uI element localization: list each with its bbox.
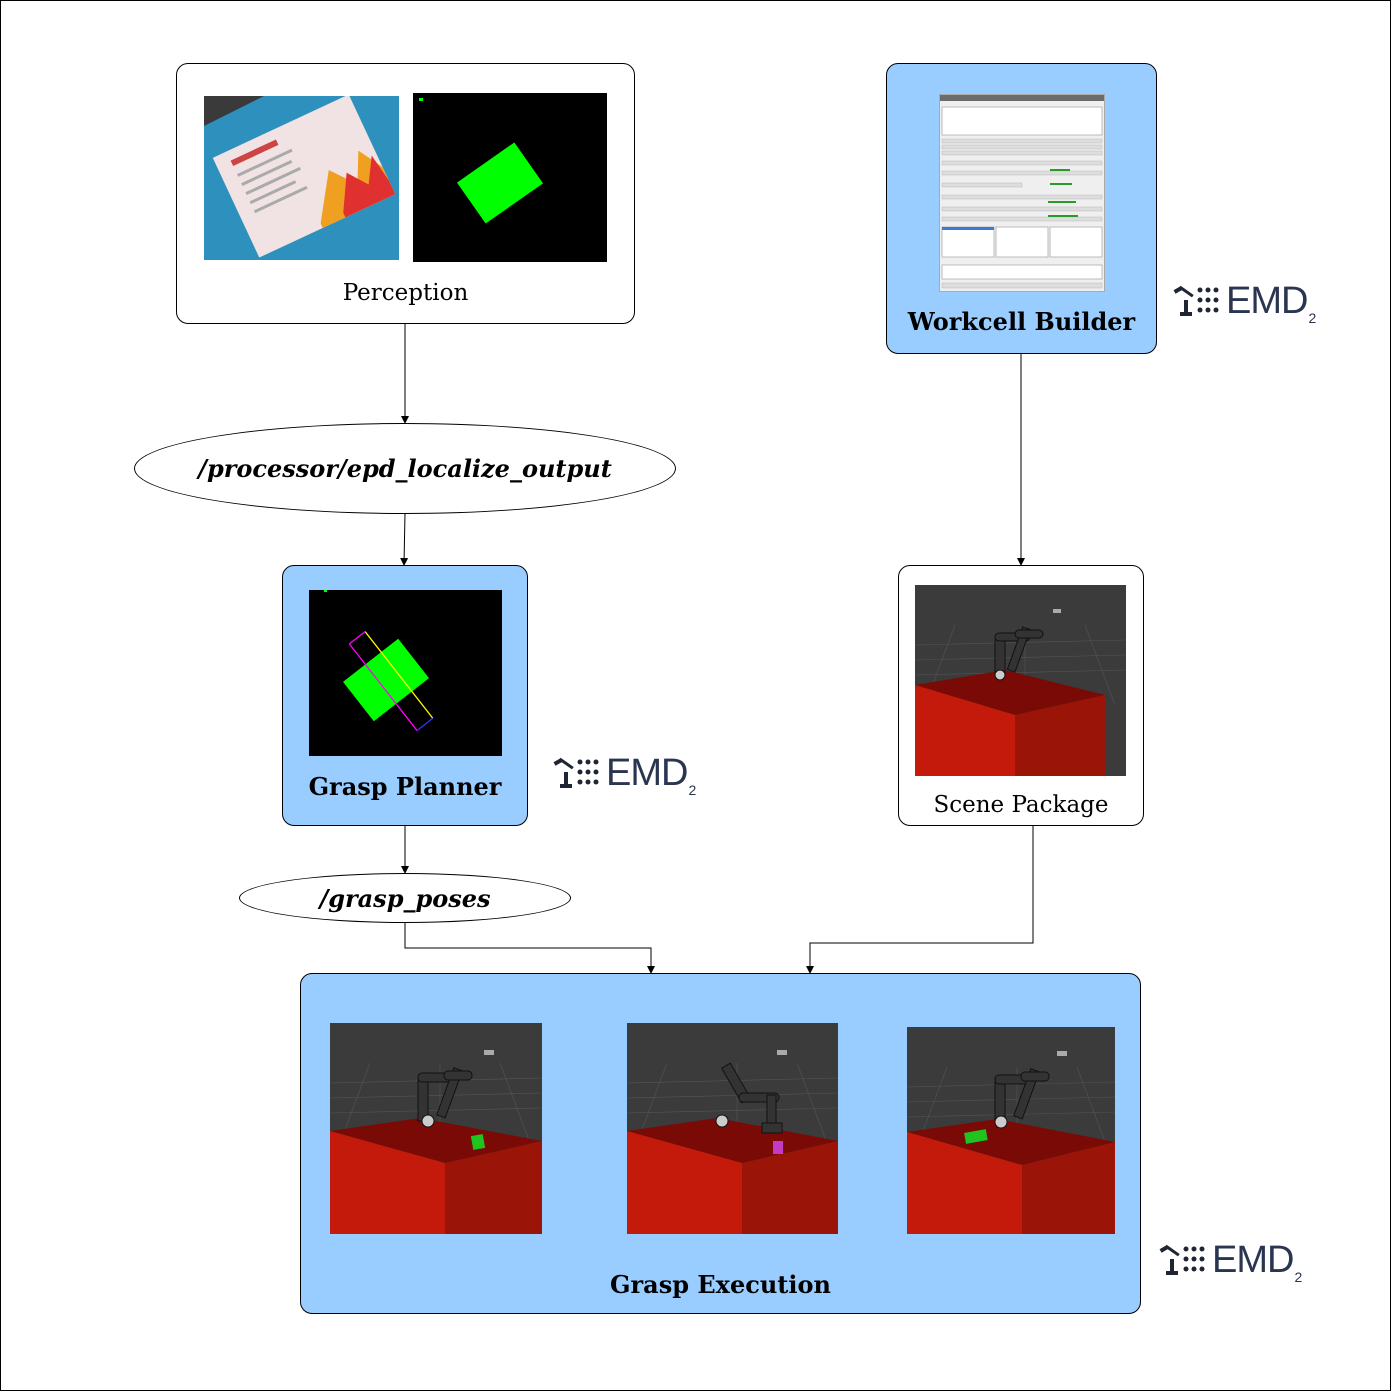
grasp-planner-node: Grasp Planner xyxy=(282,565,528,826)
topic-localize-label: /processor/epd_localize_output xyxy=(198,454,612,483)
emd-logo-subscript: 2 xyxy=(1294,1269,1303,1285)
robot-scene-icon xyxy=(330,1023,542,1234)
edge-scene-to-execution xyxy=(806,825,1034,974)
grasp-execution-label: Grasp Execution xyxy=(610,1270,831,1299)
camera-photo-icon xyxy=(204,96,399,260)
scene-package-label: Scene Package xyxy=(933,792,1109,818)
emd-logo-execution: EMD 2 xyxy=(1156,1239,1302,1285)
perception-node: Perception xyxy=(176,63,635,324)
grasp-plan-image-icon xyxy=(309,590,502,756)
emd-logo-subscript: 2 xyxy=(1308,310,1317,326)
gui-screenshot-icon xyxy=(939,94,1105,292)
emd-logo-subscript: 2 xyxy=(688,782,697,798)
emd-logo-text: EMD xyxy=(606,752,688,794)
robot-arm-logo-icon xyxy=(1173,285,1219,316)
robot-scene-icon xyxy=(915,585,1126,776)
emd-logo-text: EMD xyxy=(1226,280,1308,322)
scene-package-node: Scene Package xyxy=(898,565,1144,826)
mask-image-icon xyxy=(413,93,607,262)
workcell-builder-label: Workcell Builder xyxy=(907,307,1136,336)
robot-scene-icon xyxy=(627,1023,838,1234)
emd-logo-planner: EMD 2 xyxy=(550,752,696,798)
grasp-execution-node: Grasp Execution xyxy=(300,973,1141,1314)
robot-arm-logo-icon xyxy=(553,757,599,788)
edge-poses-to-execution xyxy=(404,922,655,974)
emd-logo-text: EMD xyxy=(1212,1239,1294,1281)
workcell-builder-node: Workcell Builder xyxy=(886,63,1157,354)
edge-topic-to-planner xyxy=(400,512,409,566)
topic-grasp-poses: /grasp_poses xyxy=(239,873,571,923)
perception-label: Perception xyxy=(342,280,469,306)
topic-grasp-poses-label: /grasp_poses xyxy=(319,883,491,913)
grasp-planner-label: Grasp Planner xyxy=(308,772,502,801)
robot-scene-icon xyxy=(907,1027,1115,1234)
emd-logo-workcell: EMD 2 xyxy=(1170,280,1316,326)
topic-localize-output: /processor/epd_localize_output xyxy=(134,423,676,514)
robot-arm-logo-icon xyxy=(1159,1244,1205,1275)
